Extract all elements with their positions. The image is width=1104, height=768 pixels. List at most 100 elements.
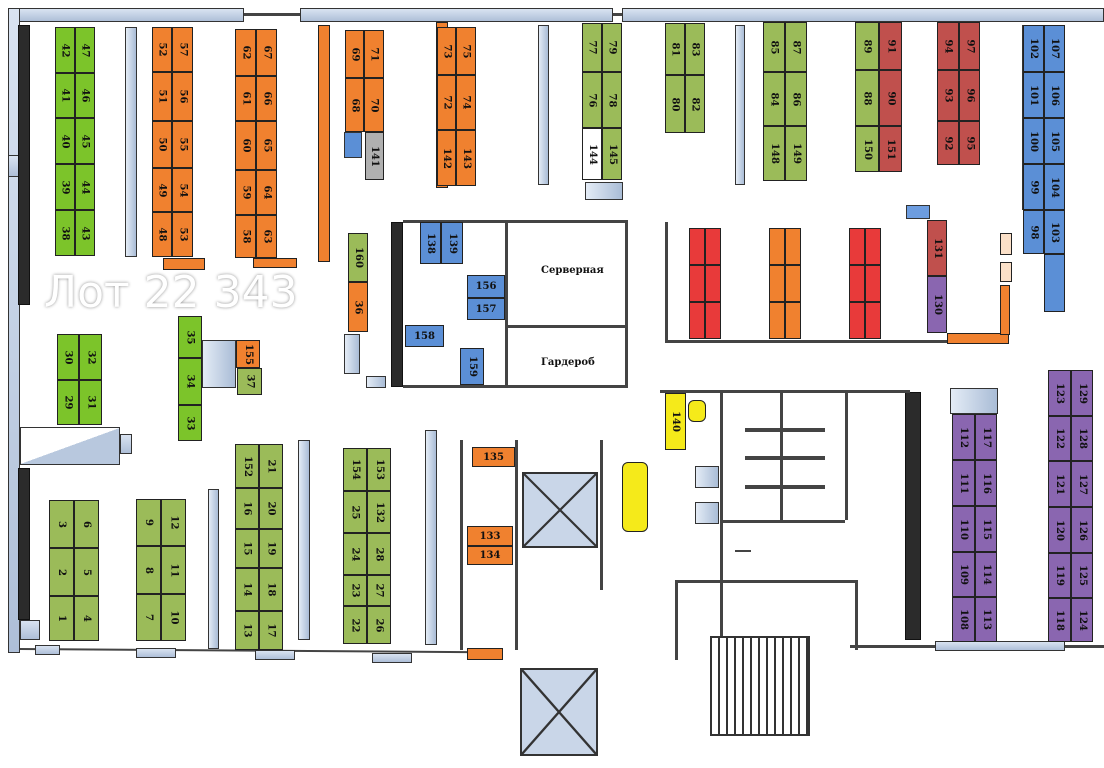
- stall-22[interactable]: 22: [343, 606, 367, 644]
- stall-18[interactable]: 18: [259, 568, 283, 611]
- stall-57[interactable]: 57: [172, 27, 193, 72]
- stall-141[interactable]: 141: [365, 132, 384, 180]
- stall-23[interactable]: 23: [343, 575, 367, 606]
- stall-93[interactable]: 93: [937, 70, 959, 121]
- stall-27[interactable]: 27: [367, 575, 391, 606]
- stall-87[interactable]: 87: [785, 22, 807, 72]
- stall-84[interactable]: 84: [763, 72, 785, 126]
- stall-11[interactable]: 11: [161, 546, 186, 594]
- stall-36[interactable]: 36: [348, 282, 368, 332]
- stall-105[interactable]: 105: [1044, 118, 1065, 164]
- stall-37[interactable]: 37: [237, 368, 262, 395]
- stall-46[interactable]: 46: [75, 73, 95, 118]
- stall-64[interactable]: 64: [256, 170, 277, 215]
- stall-96[interactable]: 96: [959, 70, 980, 121]
- stall-135[interactable]: 135: [472, 447, 515, 467]
- stall-111[interactable]: 111: [952, 460, 975, 506]
- stall-small[interactable]: [849, 228, 865, 265]
- stall-73[interactable]: 73: [437, 27, 456, 75]
- stall-80[interactable]: 80: [665, 75, 685, 133]
- stall-small[interactable]: [865, 302, 881, 339]
- stall-13[interactable]: 13: [235, 611, 259, 650]
- stall-47[interactable]: 47: [75, 27, 95, 73]
- stall-131[interactable]: 131: [927, 220, 947, 276]
- stall-33[interactable]: 33: [178, 405, 202, 441]
- stall-77[interactable]: 77: [582, 23, 602, 72]
- stall-76[interactable]: 76: [582, 72, 602, 128]
- stall-132[interactable]: 132: [367, 491, 391, 533]
- stall-134[interactable]: 134: [467, 546, 513, 565]
- stall-79[interactable]: 79: [602, 23, 622, 72]
- stall-148[interactable]: 148: [763, 126, 785, 181]
- stall-58[interactable]: 58: [235, 215, 256, 258]
- stall-6[interactable]: 6: [74, 500, 99, 548]
- stall-44[interactable]: 44: [75, 164, 95, 210]
- stall-109[interactable]: 109: [952, 552, 975, 597]
- stall-138[interactable]: 138: [420, 222, 441, 264]
- stall-127[interactable]: 127: [1071, 461, 1093, 507]
- stall-small[interactable]: [705, 265, 721, 302]
- stall-25[interactable]: 25: [343, 491, 367, 533]
- stall-10[interactable]: 10: [161, 594, 186, 641]
- stall-82[interactable]: 82: [685, 75, 705, 133]
- stall-91[interactable]: 91: [879, 22, 902, 70]
- stall-98[interactable]: 98: [1023, 210, 1044, 254]
- stall-small[interactable]: [785, 265, 801, 302]
- stall-small[interactable]: [769, 228, 785, 265]
- stall-15[interactable]: 15: [235, 529, 259, 568]
- stall-20[interactable]: 20: [259, 488, 283, 529]
- stall-150[interactable]: 150: [855, 126, 879, 172]
- stall-153[interactable]: 153: [367, 448, 391, 491]
- stall-35[interactable]: 35: [178, 316, 202, 358]
- stall-116[interactable]: 116: [975, 460, 997, 506]
- stall-144[interactable]: 144: [582, 128, 602, 180]
- stall-16[interactable]: 16: [235, 488, 259, 529]
- stall-112[interactable]: 112: [952, 414, 975, 460]
- stall-small[interactable]: [689, 265, 705, 302]
- stall-103[interactable]: 103: [1044, 210, 1065, 254]
- stall-8[interactable]: 8: [136, 546, 161, 594]
- stall-124[interactable]: 124: [1071, 598, 1093, 642]
- stall-121[interactable]: 121: [1048, 461, 1071, 507]
- stall-14[interactable]: 14: [235, 568, 259, 611]
- stall-119[interactable]: 119: [1048, 553, 1071, 598]
- stall-29[interactable]: 29: [57, 380, 79, 425]
- stall-102[interactable]: 102: [1023, 25, 1044, 72]
- stall-89[interactable]: 89: [855, 22, 879, 70]
- stall-34[interactable]: 34: [178, 358, 202, 405]
- stall-65[interactable]: 65: [256, 121, 277, 170]
- stall-30[interactable]: 30: [57, 334, 79, 380]
- stall-small[interactable]: [849, 302, 865, 339]
- stall-99[interactable]: 99: [1023, 164, 1044, 210]
- stall-88[interactable]: 88: [855, 70, 879, 126]
- stall-19[interactable]: 19: [259, 529, 283, 568]
- stall-129[interactable]: 129: [1071, 370, 1093, 416]
- stall-72[interactable]: 72: [437, 75, 456, 130]
- stall-53[interactable]: 53: [172, 212, 193, 257]
- stall-66[interactable]: 66: [256, 76, 277, 121]
- stall-101[interactable]: 101: [1023, 72, 1044, 118]
- stall-106[interactable]: 106: [1044, 72, 1065, 118]
- stall-40[interactable]: 40: [55, 118, 75, 164]
- stall-86[interactable]: 86: [785, 72, 807, 126]
- stall-small[interactable]: [849, 265, 865, 302]
- stall-90[interactable]: 90: [879, 70, 902, 126]
- stall-59[interactable]: 59: [235, 170, 256, 215]
- stall-152[interactable]: 152: [235, 444, 259, 488]
- stall-small[interactable]: [1044, 254, 1065, 312]
- stall-4[interactable]: 4: [74, 596, 99, 641]
- stall-5[interactable]: 5: [74, 548, 99, 596]
- stall-117[interactable]: 117: [975, 414, 997, 460]
- stall-48[interactable]: 48: [152, 212, 172, 257]
- stall-63[interactable]: 63: [256, 215, 277, 258]
- stall-97[interactable]: 97: [959, 22, 980, 70]
- stall-125[interactable]: 125: [1071, 553, 1093, 598]
- stall-69[interactable]: 69: [345, 30, 364, 78]
- stall-51[interactable]: 51: [152, 72, 172, 121]
- stall-43[interactable]: 43: [75, 210, 95, 256]
- stall-133[interactable]: 133: [467, 526, 513, 546]
- stall-38[interactable]: 38: [55, 210, 75, 256]
- stall-75[interactable]: 75: [456, 27, 476, 75]
- stall-142[interactable]: 142: [437, 130, 456, 186]
- stall-74[interactable]: 74: [456, 75, 476, 130]
